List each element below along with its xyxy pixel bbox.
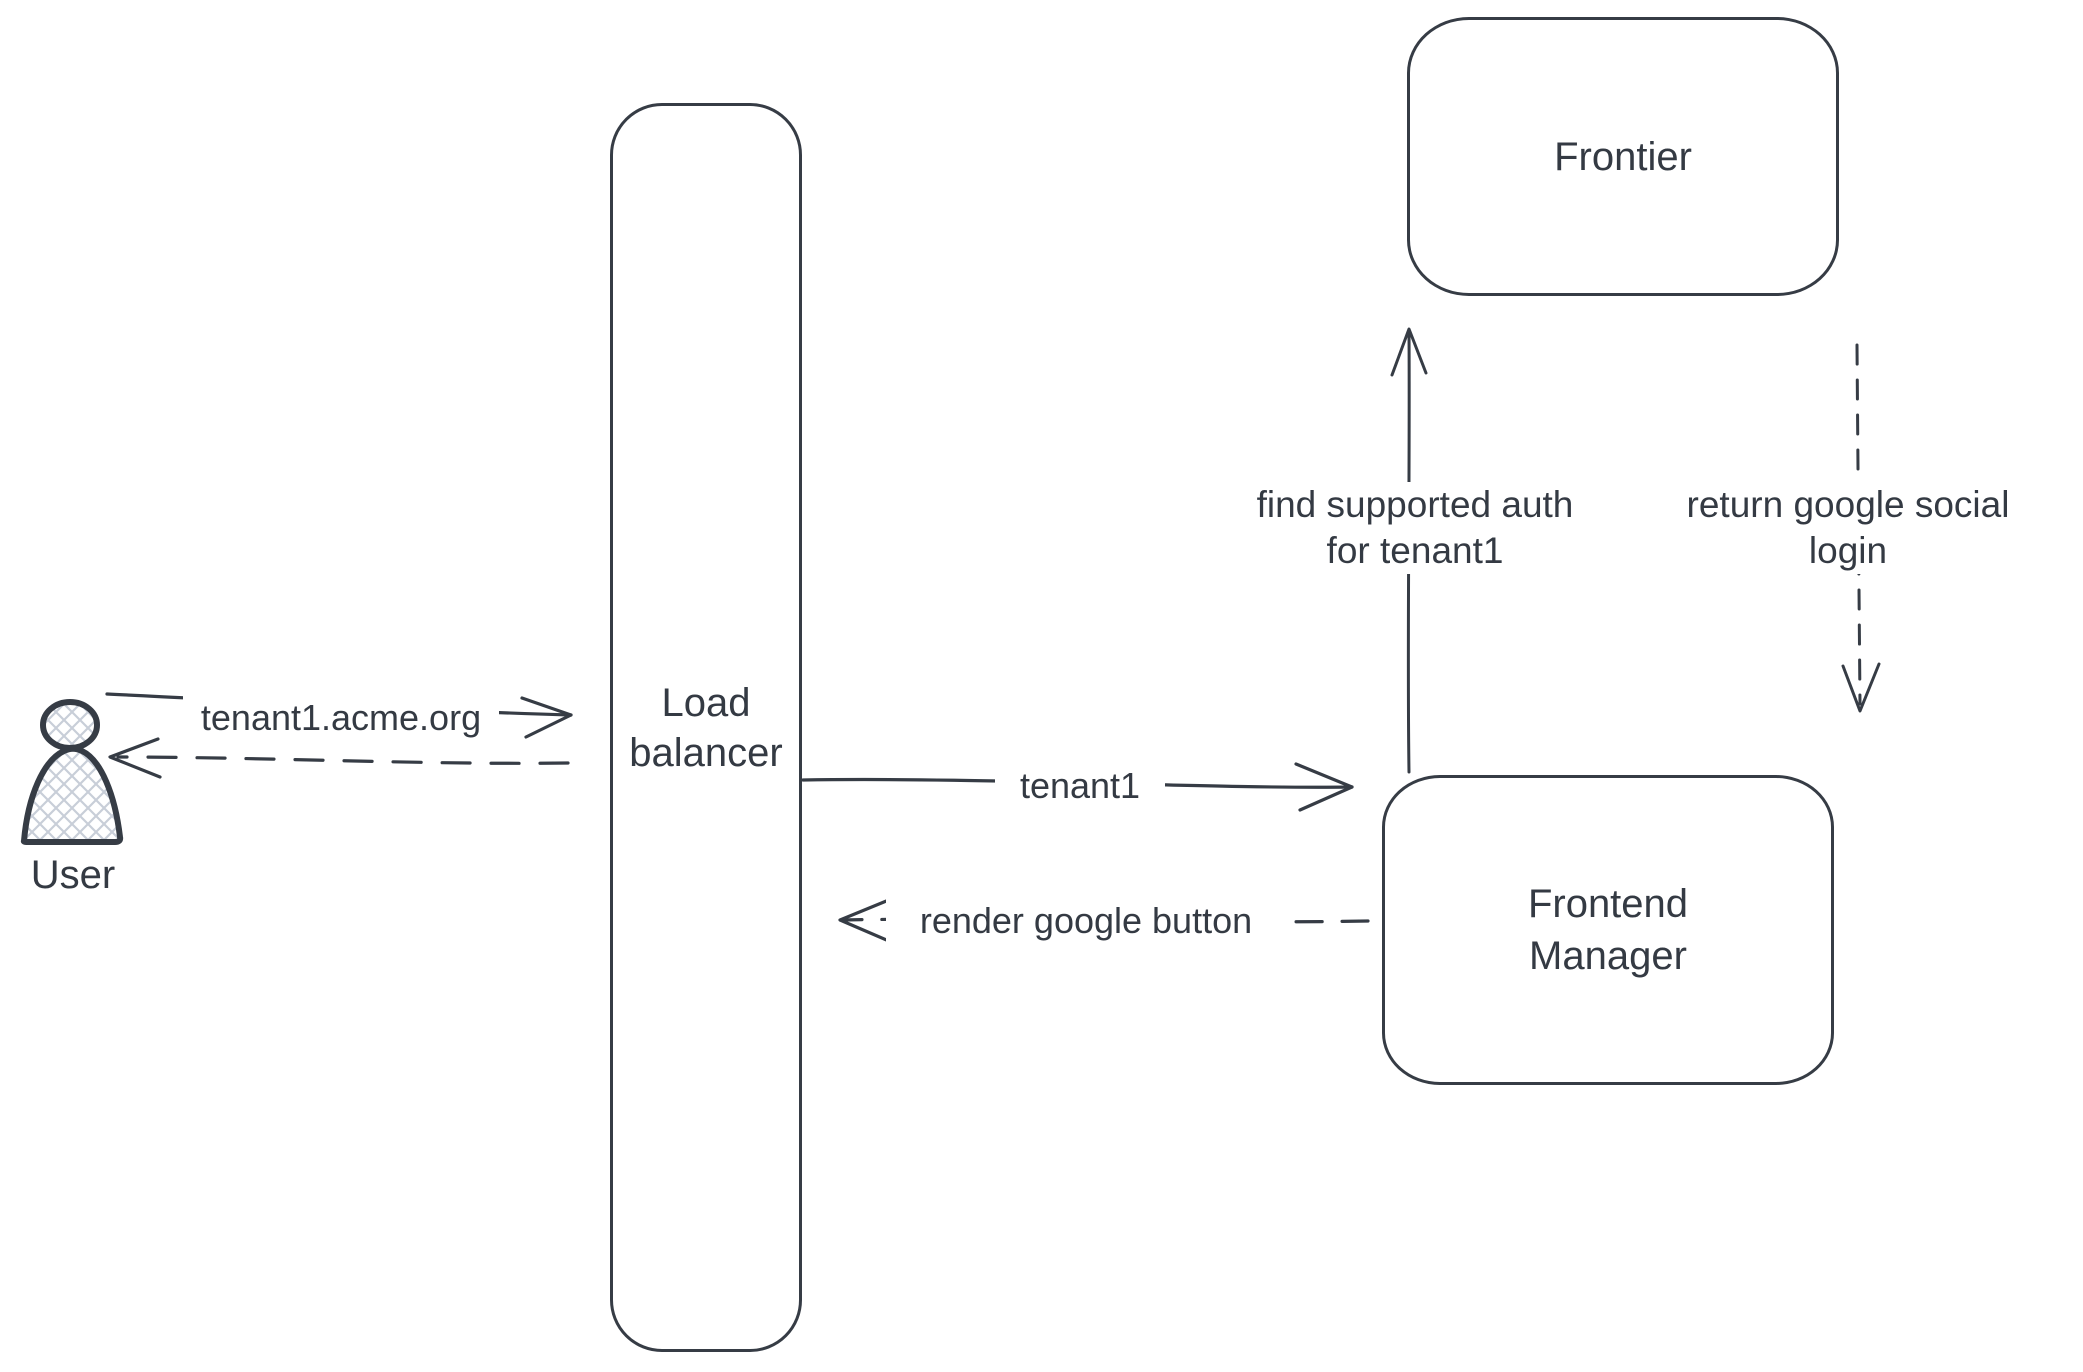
user-label: User bbox=[30, 853, 116, 897]
user-icon-head bbox=[40, 699, 100, 751]
edge-label-tenant1-acme-org: tenant1.acme.org bbox=[183, 692, 499, 744]
edge-label-find-supported-auth-line1: find supported auth bbox=[1256, 484, 1574, 525]
load-balancer-label-line2: balancer bbox=[629, 730, 783, 775]
edge-label-return-google-social-login-line1: return google social bbox=[1686, 484, 2010, 525]
edge-label-tenant1: tenant1 bbox=[995, 761, 1165, 811]
arrow-load-balancer-to-user bbox=[108, 737, 570, 779]
edge-label-find-supported-auth: find supported auth for tenant1 bbox=[1210, 482, 1620, 574]
load-balancer-label-line1: Load bbox=[661, 680, 751, 725]
node-load-balancer: Load balancer bbox=[610, 103, 802, 1352]
frontend-manager-label-line1: Frontend bbox=[1527, 882, 1689, 926]
edge-label-find-supported-auth-line2: for tenant1 bbox=[1326, 530, 1504, 571]
user-icon bbox=[20, 699, 124, 845]
user-icon-body bbox=[20, 745, 124, 845]
frontier-label: Frontier bbox=[1554, 134, 1692, 179]
node-frontier: Frontier bbox=[1407, 17, 1839, 296]
edge-label-return-google-social-login: return google social login bbox=[1650, 482, 2046, 574]
edge-label-render-google-button: render google button bbox=[886, 893, 1286, 949]
frontend-manager-label-line2: Manager bbox=[1529, 934, 1687, 978]
load-balancer-label: Load balancer bbox=[629, 678, 782, 778]
edge-label-return-google-social-login-line2: login bbox=[1808, 530, 1888, 571]
